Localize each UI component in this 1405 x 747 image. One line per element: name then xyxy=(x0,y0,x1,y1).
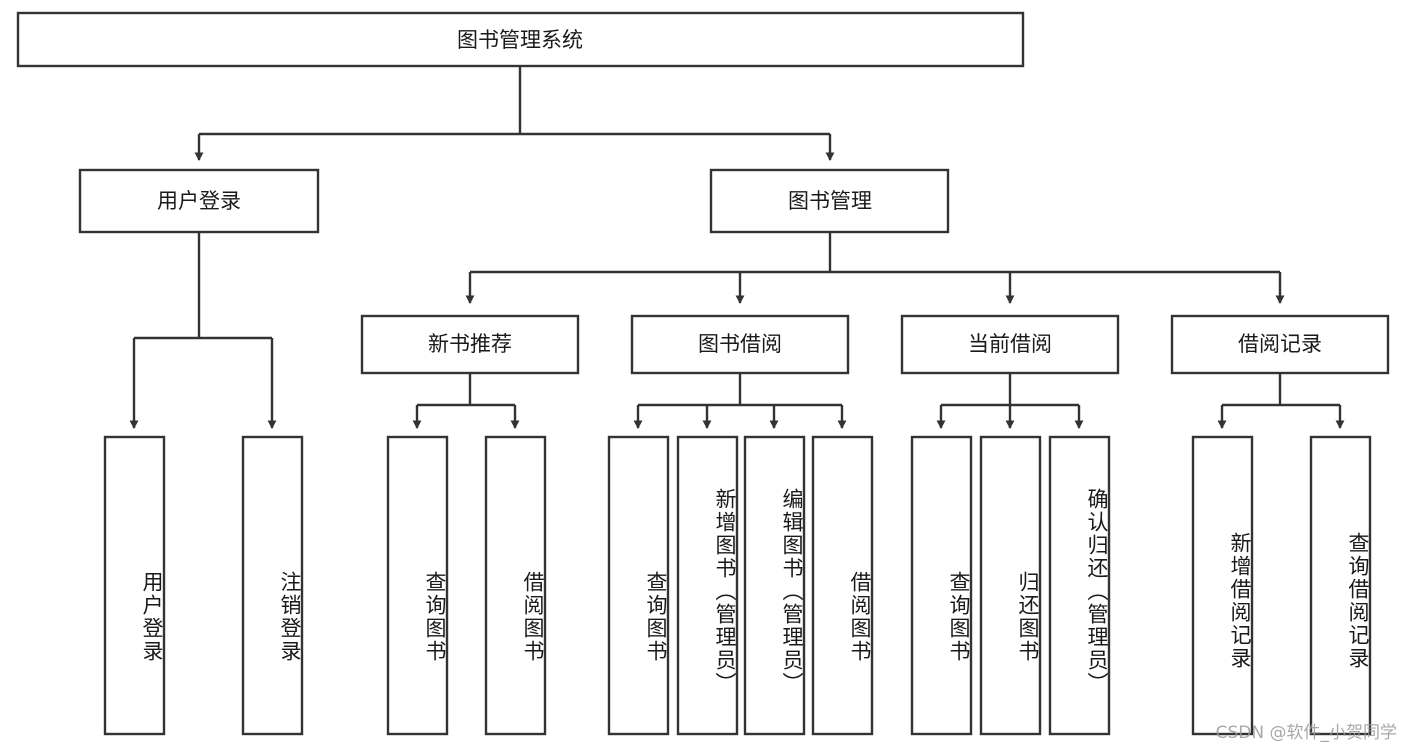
node-borrow-record-box[interactable] xyxy=(1170,314,1390,375)
node-book-management[interactable]: 图书管理 xyxy=(709,168,950,234)
node-root-system[interactable]: 图书管理系统 xyxy=(16,11,1025,68)
connectors-user-login xyxy=(129,232,277,430)
node-new-book-recommend-box[interactable] xyxy=(360,314,580,375)
leaf-box-query-book-3[interactable] xyxy=(910,435,973,736)
node-book-borrow-box[interactable] xyxy=(630,314,850,375)
node-borrow-record[interactable]: 借阅记录 xyxy=(1170,314,1390,375)
connectors-current-borrow xyxy=(936,373,1084,430)
watermark-text: CSDN @软件_小贺同学 xyxy=(1215,723,1397,743)
connectors-root xyxy=(194,66,835,162)
node-book-management-box[interactable] xyxy=(709,168,950,234)
leaf-box-query-book-2[interactable] xyxy=(607,435,670,736)
leaf-box-borrow-book-2[interactable] xyxy=(811,435,874,736)
node-new-book-recommend[interactable]: 新书推荐 xyxy=(360,314,580,375)
leaf-boxes xyxy=(103,435,1372,736)
node-user-login[interactable]: 用户登录 xyxy=(78,168,320,234)
node-current-borrow[interactable]: 当前借阅 xyxy=(900,314,1120,375)
node-borrow-record-label: 借阅记录 xyxy=(1238,332,1322,356)
node-user-login-box[interactable] xyxy=(78,168,320,234)
leaf-box-query-book-1[interactable] xyxy=(386,435,449,736)
node-book-borrow[interactable]: 图书借阅 xyxy=(630,314,850,375)
connectors-new-book xyxy=(412,373,520,430)
leaf-box-return-book[interactable] xyxy=(979,435,1042,736)
leaf-box-add-book[interactable] xyxy=(676,435,739,736)
leaf-box-edit-book[interactable] xyxy=(743,435,806,736)
connectors-borrow-record xyxy=(1217,373,1345,430)
leaf-box-user-login[interactable] xyxy=(103,435,166,736)
connectors-book-borrow xyxy=(633,373,847,430)
node-user-login-label: 用户登录 xyxy=(157,189,241,213)
leaf-box-confirm-return[interactable] xyxy=(1048,435,1111,736)
node-current-borrow-label: 当前借阅 xyxy=(968,332,1052,356)
leaf-box-borrow-book-1[interactable] xyxy=(484,435,547,736)
leaf-box-query-record[interactable] xyxy=(1309,435,1372,736)
node-book-management-label: 图书管理 xyxy=(788,189,872,213)
node-root-label: 图书管理系统 xyxy=(457,28,583,52)
leaf-box-add-record[interactable] xyxy=(1191,435,1254,736)
node-new-book-recommend-label: 新书推荐 xyxy=(428,332,512,356)
node-root-box[interactable] xyxy=(16,11,1025,68)
node-current-borrow-box[interactable] xyxy=(900,314,1120,375)
connectors-book-management xyxy=(465,232,1285,305)
leaf-box-user-logout[interactable] xyxy=(241,435,304,736)
node-book-borrow-label: 图书借阅 xyxy=(698,332,782,356)
